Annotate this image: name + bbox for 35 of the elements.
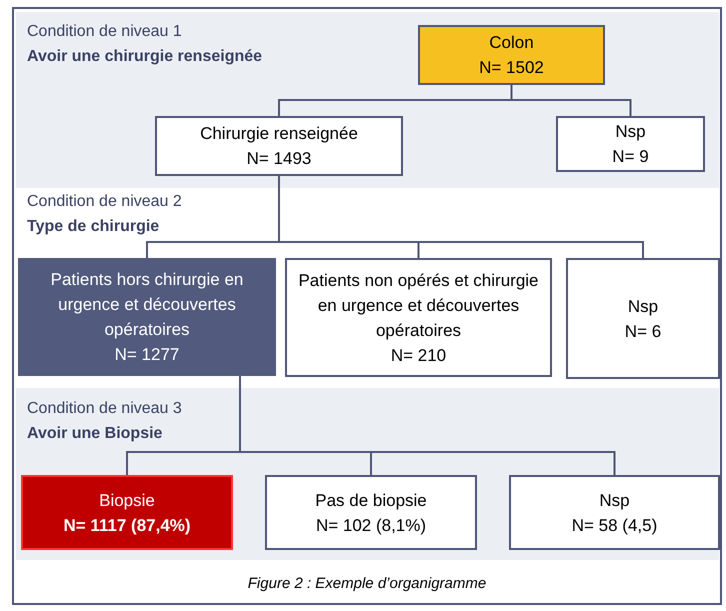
node-text: Nsp <box>599 490 630 512</box>
figure-caption: Figure 2 : Exemple d’organigramme <box>246 574 488 594</box>
node-text: Biopsie <box>99 490 155 512</box>
connector-line <box>510 85 632 116</box>
process-box <box>265 475 477 550</box>
node-text: Nsp <box>615 121 646 143</box>
process-box <box>509 475 720 550</box>
node-text: N= 58 (4,5) <box>572 514 658 536</box>
node-text: Nsp <box>628 296 658 318</box>
process-box <box>155 116 403 176</box>
process-box <box>556 116 705 172</box>
node-text: N= 1493 <box>246 148 312 170</box>
node-text: Patients hors chirurgie en urgence et découvertes opératoires <box>50 269 244 341</box>
node-text: N= 1117 (87,4%) <box>63 514 191 536</box>
node-text: N= 6 <box>624 320 662 342</box>
node-text: Patients non opérés et chirurgie en urgence et découvertes opératoires <box>297 270 540 342</box>
process-box <box>285 258 552 377</box>
node-text: Chirurgie renseignée <box>200 123 358 145</box>
node-text: Colon <box>489 32 534 54</box>
section-heading: Type de chirurgie <box>27 217 160 237</box>
section-heading: Avoir une Biopsie <box>27 424 162 444</box>
node-text: Pas de biopsie <box>315 490 427 512</box>
node-text: N= 9 <box>612 146 649 168</box>
node-text: N= 1277 <box>114 344 180 366</box>
process-box <box>21 475 233 550</box>
node-text: N= 210 <box>390 344 446 366</box>
level-label: Condition de niveau 1 <box>27 22 182 42</box>
process-box <box>418 25 605 85</box>
process-box <box>18 258 276 376</box>
node-text: N= 102 (8,1%) <box>316 514 426 536</box>
level-label: Condition de niveau 2 <box>27 192 182 212</box>
process-box <box>566 258 720 379</box>
node-text: N= 1502 <box>479 57 544 79</box>
level-label: Condition de niveau 3 <box>27 399 182 419</box>
section-heading: Avoir une chirurgie renseignée <box>27 47 262 67</box>
